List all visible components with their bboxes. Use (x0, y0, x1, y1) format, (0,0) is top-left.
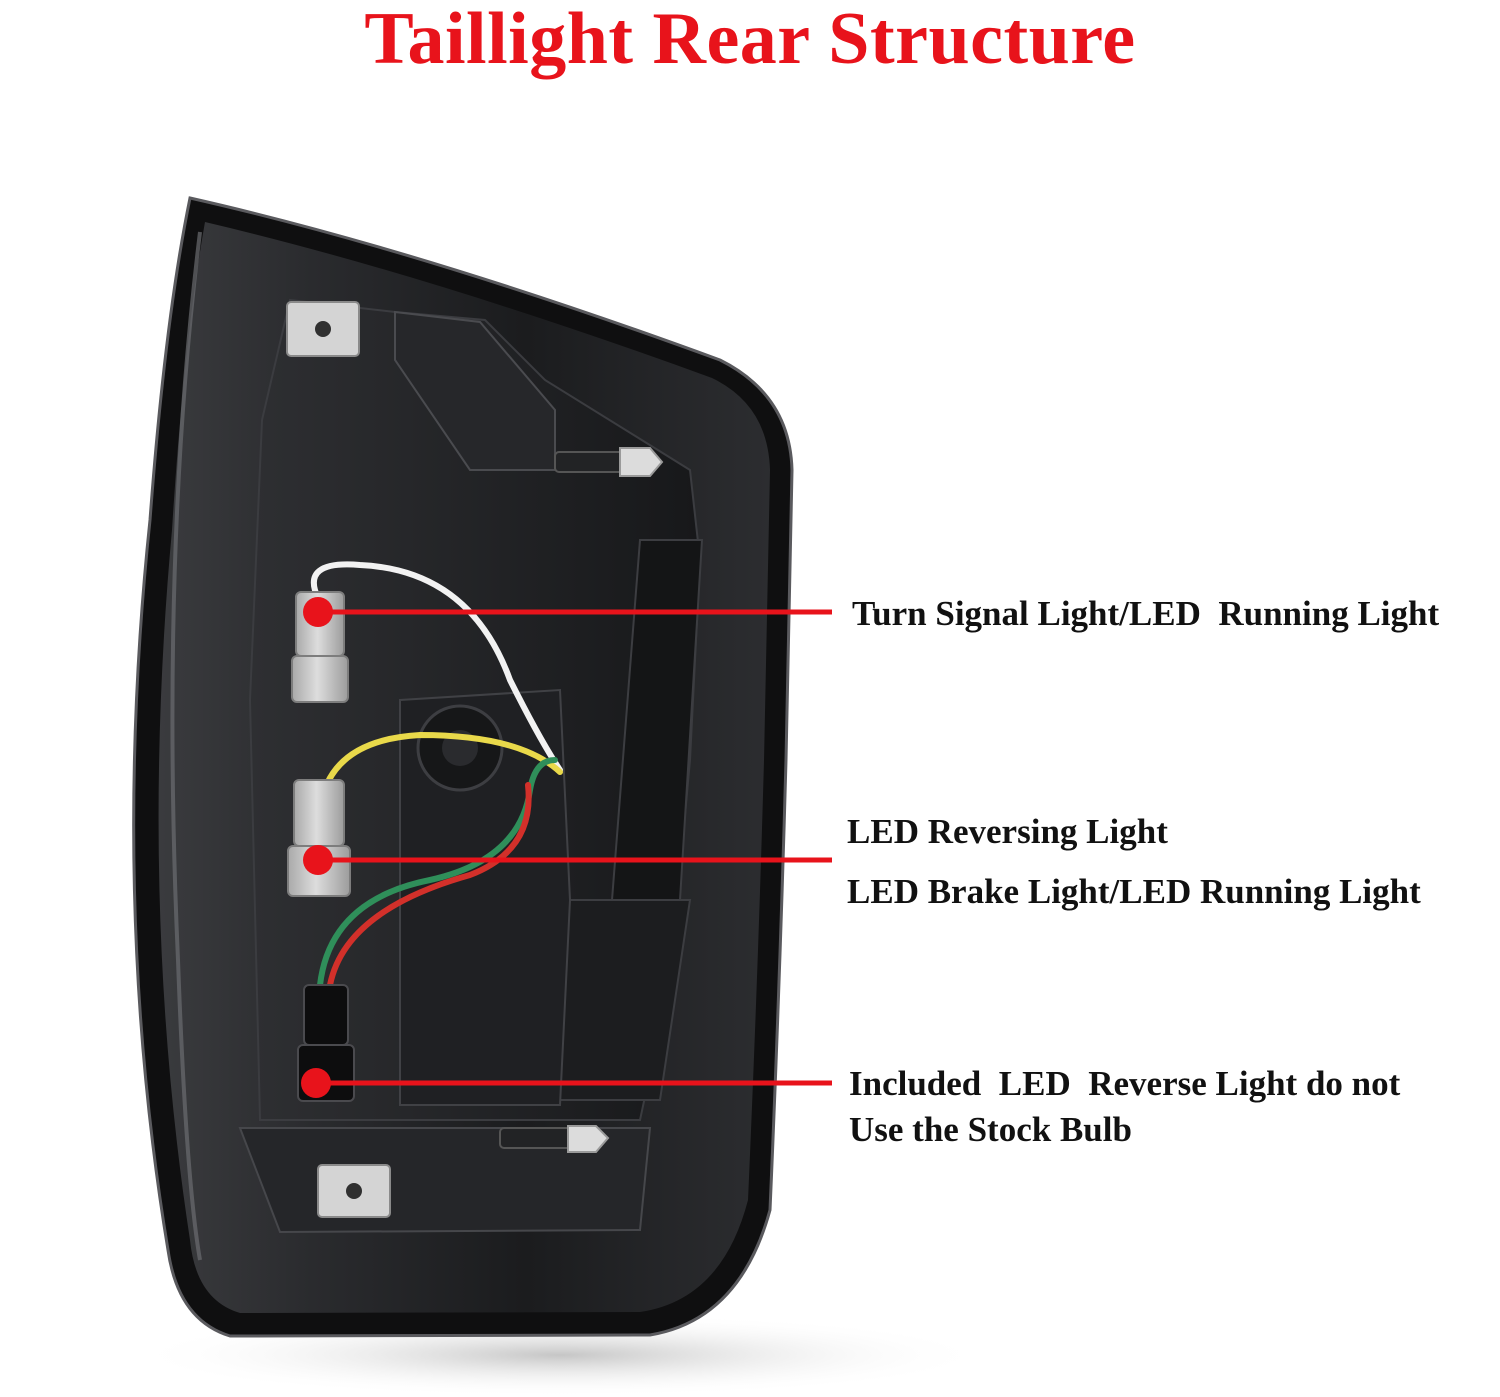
wire-red (327, 782, 532, 988)
wire-white (310, 561, 563, 773)
page-title: Taillight Rear Structure (364, 0, 1136, 80)
wire-yellow (317, 731, 563, 811)
wire-green (317, 757, 558, 988)
bottom-mount-hole (346, 1183, 362, 1199)
callout-marker-turn-signal (303, 597, 333, 627)
top-stud (554, 447, 664, 477)
callout-label-reversing-light: LED Reversing Light (847, 812, 1168, 851)
callout-label-reverse-bulb-line2: Use the Stock Bulb (849, 1110, 1132, 1149)
bottom-stud (499, 1125, 610, 1153)
callout-marker-reversing-brake (303, 845, 333, 875)
middle-connector (287, 779, 351, 897)
callout-label-brake-light: LED Brake Light/LED Running Light (847, 872, 1421, 911)
callout-marker-reverse-bulb (301, 1068, 331, 1098)
top-mount-hole (315, 321, 331, 337)
callout-label-reverse-bulb-line1: Included LED Reverse Light do not (849, 1064, 1401, 1103)
housing-highlight (170, 231, 202, 1261)
callout-label-turn-signal: Turn Signal Light/LED Running Light (852, 594, 1440, 633)
